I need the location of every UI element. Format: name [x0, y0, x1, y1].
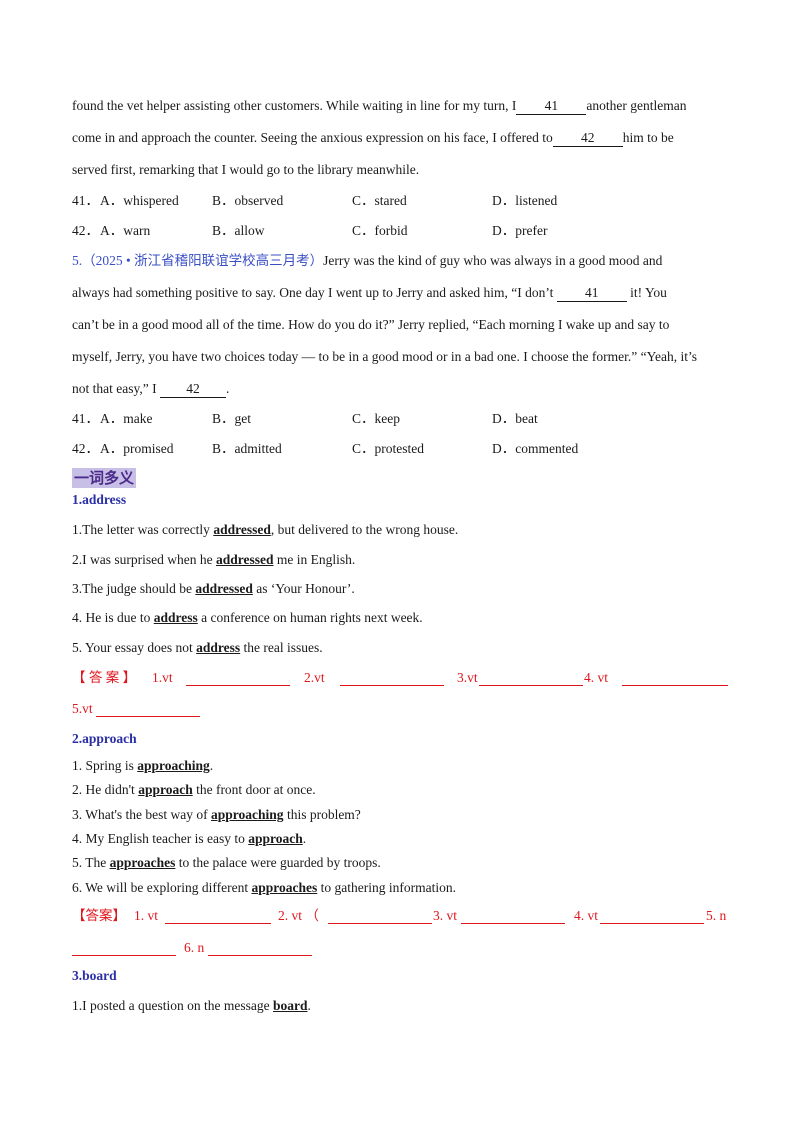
- keyword: approaches: [251, 880, 318, 895]
- example-sentence: 4. He is due to address a conference on …: [72, 610, 423, 625]
- example-sentence: 3. What's the best way of approaching th…: [72, 807, 361, 822]
- option-d[interactable]: D．beat: [492, 411, 538, 426]
- example-sentence: 5. The approaches to the palace were gua…: [72, 855, 381, 870]
- option-c[interactable]: C．protested: [352, 441, 424, 456]
- option-d[interactable]: D．prefer: [492, 223, 548, 238]
- answer-blank[interactable]: [340, 669, 444, 686]
- passage5-line: can’t be in a good mood all of the time.…: [72, 317, 670, 332]
- keyword: approaches: [109, 855, 176, 870]
- example-sentence: 1.I posted a question on the message boa…: [72, 998, 311, 1013]
- answer-blank[interactable]: [479, 669, 583, 686]
- option-b[interactable]: B．get: [212, 411, 251, 426]
- passage5-line: 5.（2025 • 浙江省稽阳联谊学校高三月考）Jerry was the ki…: [72, 253, 663, 268]
- passage-line: served first, remarking that I would go …: [72, 162, 420, 177]
- blank-42[interactable]: 42: [159, 381, 226, 398]
- option-d[interactable]: D．listened: [492, 193, 558, 208]
- example-sentence: 5. Your essay does not address the real …: [72, 640, 323, 655]
- word-title-board: 3.board: [72, 968, 117, 983]
- option-b[interactable]: B．allow: [212, 223, 265, 238]
- answer-blank[interactable]: [208, 939, 312, 956]
- blank-42[interactable]: 42: [552, 130, 623, 147]
- example-sentence: 1.The letter was correctly addressed, bu…: [72, 522, 459, 537]
- example-sentence: 2.I was surprised when he addressed me i…: [72, 552, 356, 567]
- keyword: approaching: [211, 807, 284, 822]
- word-title-address: 1.address: [72, 492, 127, 507]
- option-a[interactable]: A．warn: [100, 223, 151, 238]
- option-a[interactable]: A．make: [100, 411, 153, 426]
- answer-blank[interactable]: [600, 907, 704, 924]
- option-b[interactable]: B．observed: [212, 193, 284, 208]
- option-c[interactable]: C．forbid: [352, 223, 408, 238]
- blank-41[interactable]: 41: [516, 98, 587, 115]
- option-b[interactable]: B．admitted: [212, 441, 282, 456]
- keyword: addressed: [213, 522, 271, 537]
- example-sentence: 6. We will be exploring different approa…: [72, 880, 456, 895]
- answer-blank[interactable]: [72, 939, 176, 956]
- answer-blank[interactable]: [328, 907, 432, 924]
- section-header: 一词多义: [72, 468, 137, 488]
- keyword: board: [272, 998, 308, 1013]
- answer-label: 【 答 案 】: [72, 670, 137, 685]
- keyword: address: [196, 640, 241, 655]
- keyword: address: [153, 610, 198, 625]
- keyword: addressed: [215, 552, 274, 567]
- answer-blank[interactable]: [622, 669, 728, 686]
- example-sentence: 4. My English teacher is easy to approac…: [72, 831, 307, 846]
- keyword: addressed: [195, 581, 253, 596]
- answer-blank[interactable]: [165, 907, 271, 924]
- option-c[interactable]: C．stared: [352, 193, 407, 208]
- answer-blank[interactable]: [96, 700, 200, 717]
- passage-line: come in and approach the counter. Seeing…: [72, 130, 674, 147]
- keyword: approach: [248, 831, 303, 846]
- answer-blank[interactable]: [186, 669, 290, 686]
- example-sentence: 2. He didn't approach the front door at …: [72, 782, 316, 797]
- option-a[interactable]: A．promised: [100, 441, 174, 456]
- example-sentence: 1. Spring is approaching.: [72, 758, 214, 773]
- option-d[interactable]: D．commented: [492, 441, 579, 456]
- example-sentence: 3.The judge should be addressed as ‘Your…: [72, 581, 355, 596]
- source-label: 5.（2025 • 浙江省稽阳联谊学校高三月考）: [72, 253, 324, 268]
- passage-line: found the vet helper assisting other cus…: [72, 98, 687, 115]
- passage5-line: myself, Jerry, you have two choices toda…: [72, 349, 697, 364]
- passage5-line: always had something positive to say. On…: [72, 285, 667, 302]
- keyword: approach: [138, 782, 193, 797]
- word-title-approach: 2.approach: [72, 731, 137, 746]
- keyword: approaching: [137, 758, 210, 773]
- option-c[interactable]: C．keep: [352, 411, 400, 426]
- blank-41[interactable]: 41: [556, 285, 627, 302]
- passage5-line: not that easy,” I 42.: [72, 381, 230, 398]
- answer-blank[interactable]: [461, 907, 565, 924]
- option-a[interactable]: A．whispered: [100, 193, 179, 208]
- answer-label: 【答案】: [72, 908, 126, 923]
